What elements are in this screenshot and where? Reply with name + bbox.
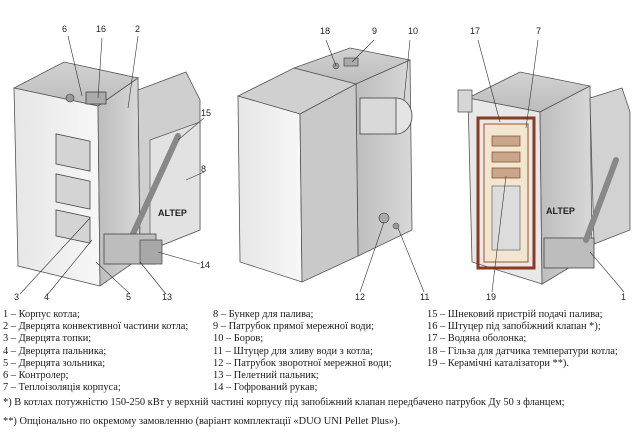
callout-10: 10	[408, 26, 418, 36]
fuel-hopper-front	[149, 121, 201, 251]
legend-item: 1 – Корпус котла;	[3, 309, 80, 320]
legend-item: 12 – Патрубок зворотної мережної води;	[213, 357, 392, 369]
callout-11: 11	[420, 292, 429, 302]
firebox-cavity	[491, 185, 521, 251]
callout-3: 3	[14, 292, 19, 302]
auger-tube	[129, 133, 181, 239]
callout-17: 17	[470, 26, 480, 36]
right-callouts: 17 7 19 1	[470, 26, 626, 302]
footnote-safety-valve: *) В котлах потужністю 150-250 кВт у вер…	[3, 397, 565, 408]
ceramic-catalyst-2	[491, 151, 521, 163]
legend-item: 8 – Бункер для палива;	[213, 309, 314, 320]
water-jacket	[476, 116, 536, 270]
right-boiler-view: ALTEP	[457, 71, 631, 285]
middle-callouts: 18 9 10 12 11	[320, 26, 429, 302]
callout-15: 15	[201, 108, 211, 118]
controller-box	[85, 91, 107, 105]
brand-logo-right: ALTEP	[546, 206, 575, 216]
footnote-optional-catalysts: **) Опціонально по окремому замовленню (…	[3, 416, 401, 427]
legend-column-1: 1 – Корпус котла; 2 – Дверцята конвектив…	[3, 309, 188, 394]
legend-item: 19 – Керамічні каталізатори **).	[427, 357, 569, 369]
legend-item: 11 – Штуцер для зливу води з котла;	[213, 345, 373, 357]
cutaway-burner	[543, 237, 595, 269]
legend-item: 5 – Дверцята зольника;	[3, 357, 106, 369]
legend-item: 3 – Дверцята топки;	[3, 333, 92, 345]
callout-19: 19	[486, 292, 496, 302]
rear-upper-block	[355, 59, 413, 257]
convective-door	[55, 133, 91, 172]
callout-6: 6	[62, 24, 67, 34]
callout-8: 8	[201, 164, 206, 174]
burner-end	[139, 239, 163, 265]
flue-collar	[359, 97, 397, 135]
drain-fitting	[392, 222, 400, 230]
legend-item: 9 – Патрубок прямої мережної води;	[213, 321, 375, 333]
callout-18: 18	[320, 26, 330, 36]
cutaway-flue	[457, 89, 473, 113]
callout-7: 7	[536, 26, 541, 36]
legend-item: 6 – Контролер;	[3, 369, 69, 381]
legend-item: 16 – Штуцер під запобіжний клапан *);	[427, 321, 601, 333]
legend-column-2: 8 – Бункер для палива; 9 – Патрубок прям…	[213, 309, 392, 394]
callout-1: 1	[621, 292, 626, 302]
middle-boiler-view	[236, 47, 413, 283]
legend-item: 4 – Дверцята пальника;	[3, 345, 107, 357]
rear-panel	[237, 95, 303, 283]
callout-2: 2	[135, 24, 140, 34]
legend-item: 14 – Гофрований рукав;	[213, 382, 318, 394]
supply-pipe	[343, 57, 359, 67]
ash-door	[55, 209, 91, 244]
boiler-diagram: ALTEP 6 16 2 15 8 14 13 5 4 3	[12, 24, 631, 302]
legend-column-3: 15 – Шнековий пристрій подачі палива; 16…	[427, 309, 618, 370]
rear-side-panel	[299, 83, 359, 283]
firebox-door	[55, 173, 91, 210]
callout-12: 12	[355, 292, 365, 302]
return-pipe	[378, 212, 390, 224]
cutaway-auger	[583, 157, 619, 243]
legend-item: 7 – Теплоізоляція корпуса;	[3, 382, 121, 394]
legend-item: 18 – Гільза для датчика температури котл…	[427, 345, 618, 357]
brand-logo-left: ALTEP	[158, 208, 187, 218]
callout-16: 16	[96, 24, 106, 34]
callout-13: 13	[162, 292, 172, 302]
callout-9: 9	[372, 26, 377, 36]
legend-item: 15 – Шнековий пристрій подачі палива;	[427, 309, 603, 320]
valve-fitting	[65, 93, 75, 103]
left-boiler-view: ALTEP	[12, 61, 201, 287]
ceramic-catalyst-1	[491, 135, 521, 147]
legend-item: 17 – Водяна оболонка;	[427, 333, 527, 345]
legend-item: 13 – Пелетний пальник;	[213, 369, 319, 381]
legend-item: 2 – Дверцята конвективної частини котла;	[3, 321, 189, 333]
callout-14: 14	[200, 260, 210, 270]
callout-4: 4	[44, 292, 49, 302]
left-callouts: 6 16 2 15 8 14 13 5 4 3	[14, 24, 211, 302]
callout-5: 5	[126, 292, 131, 302]
legend-item: 10 – Боров;	[213, 333, 264, 345]
